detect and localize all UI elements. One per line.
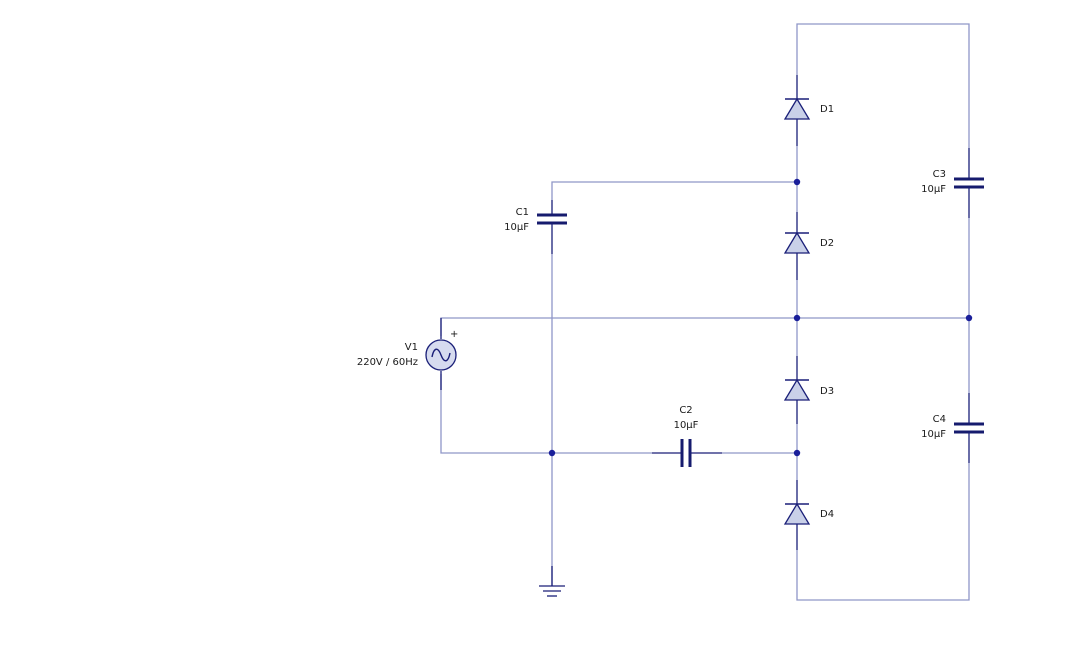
- junctions: [548, 178, 973, 457]
- capacitor-name: C3: [933, 169, 946, 180]
- diode-triangle: [783, 502, 811, 525]
- diode-d2[interactable]: D2: [783, 212, 834, 280]
- wire-top-loop: [796, 23, 970, 148]
- capacitor-value: 10µF: [674, 420, 699, 431]
- capacitor-c4[interactable]: C4 10µF: [921, 393, 984, 463]
- diode-triangle: [783, 378, 811, 401]
- capacitor-value: 10µF: [921, 429, 946, 440]
- wires: [440, 23, 970, 601]
- junction-dot: [793, 314, 801, 322]
- wire-v1-plus-bus: [440, 317, 969, 336]
- diode-label: D3: [820, 386, 834, 397]
- source-name: V1: [405, 342, 418, 353]
- diode-d4[interactable]: D4: [783, 480, 834, 550]
- sine-wave-icon: [431, 348, 451, 362]
- capacitor-value: 10µF: [921, 184, 946, 195]
- capacitor-name: C1: [516, 207, 529, 218]
- polarity-plus: +: [450, 329, 458, 340]
- diode-triangle: [783, 231, 811, 254]
- diode-label: D2: [820, 238, 834, 249]
- junction-dot: [793, 449, 801, 457]
- diode-d3[interactable]: D3: [783, 356, 834, 424]
- capacitor-name: C2: [679, 405, 692, 416]
- source-value: 220V / 60Hz: [357, 357, 418, 368]
- junction-dot: [965, 314, 973, 322]
- ground-icon[interactable]: [539, 566, 565, 597]
- diode-triangle: [783, 97, 811, 120]
- diode-label: D1: [820, 104, 834, 115]
- capacitor-c2[interactable]: C2 10µF: [652, 405, 722, 467]
- wire-bottom-loop: [796, 463, 970, 601]
- capacitor-c1[interactable]: C1 10µF: [504, 200, 567, 254]
- capacitor-value: 10µF: [504, 222, 529, 233]
- capacitor-c3[interactable]: C3 10µF: [921, 148, 984, 218]
- ac-source-v1[interactable]: + V1 220V / 60Hz: [357, 318, 459, 390]
- wire-v1-minus-bus: [440, 374, 652, 454]
- wire-node-a-c1: [551, 181, 797, 200]
- diode-label: D4: [820, 509, 834, 520]
- diode-d1[interactable]: D1: [783, 75, 834, 146]
- capacitor-name: C4: [933, 414, 946, 425]
- junction-dot: [793, 178, 801, 186]
- junction-dot: [548, 449, 556, 457]
